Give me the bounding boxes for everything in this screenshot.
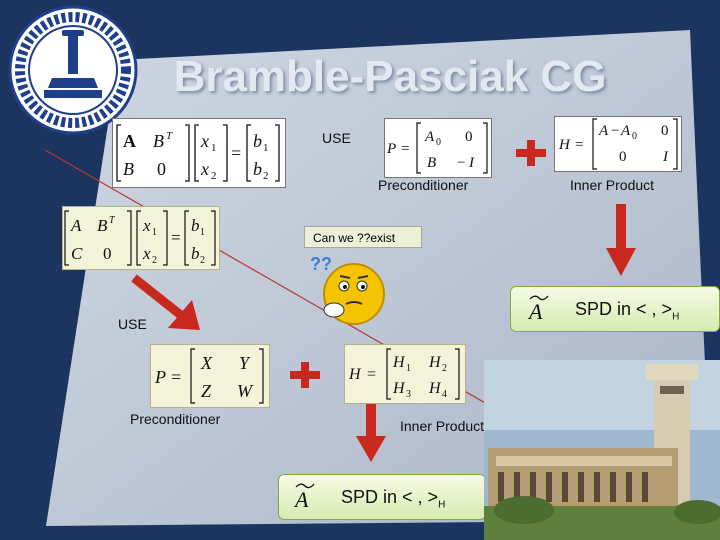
svg-text:A: A bbox=[123, 131, 136, 151]
down-arrow-icon-bottom bbox=[356, 404, 386, 462]
svg-text:4: 4 bbox=[442, 389, 447, 400]
svg-text:0: 0 bbox=[661, 123, 669, 139]
spd-sub-right: H bbox=[672, 311, 680, 323]
svg-text:A: A bbox=[293, 487, 309, 512]
svg-text:0: 0 bbox=[436, 137, 441, 148]
spd-sub-bottom: H bbox=[438, 499, 446, 511]
svg-text:=: = bbox=[171, 367, 181, 387]
inner-product-label-top: Inner Product bbox=[570, 177, 655, 193]
campus-photo bbox=[484, 360, 720, 540]
svg-text:1: 1 bbox=[211, 142, 217, 154]
svg-text:=: = bbox=[401, 141, 409, 157]
svg-text:−: − bbox=[611, 123, 619, 139]
svg-text:H: H bbox=[392, 380, 406, 397]
preconditioner-label-bottom: Preconditioner bbox=[130, 411, 221, 427]
svg-text:b: b bbox=[253, 131, 262, 151]
svg-text:x: x bbox=[200, 159, 209, 179]
svg-text:H: H bbox=[392, 354, 406, 371]
svg-text:2: 2 bbox=[211, 170, 217, 182]
svg-text:T: T bbox=[166, 130, 173, 142]
svg-text:H: H bbox=[428, 354, 442, 371]
svg-text:X: X bbox=[200, 353, 213, 373]
university-logo bbox=[8, 5, 138, 135]
svg-text:0: 0 bbox=[465, 129, 473, 145]
question-marks: ?? bbox=[310, 254, 332, 274]
svg-text:P: P bbox=[386, 141, 396, 157]
svg-text:−: − bbox=[457, 155, 465, 171]
down-arrow-icon-right bbox=[606, 204, 636, 276]
svg-text:=: = bbox=[575, 137, 583, 153]
svg-text:H: H bbox=[348, 366, 362, 383]
svg-text:3: 3 bbox=[406, 389, 411, 400]
spd-text-bottom: SPD in < , > bbox=[341, 487, 439, 507]
svg-text:1: 1 bbox=[406, 363, 411, 374]
svg-text:B: B bbox=[123, 159, 134, 179]
svg-text:W: W bbox=[237, 381, 254, 401]
slide-title: Bramble-Pasciak CG bbox=[173, 52, 607, 101]
spd-text-right: SPD in < , > bbox=[575, 299, 673, 319]
use-label-left: USE bbox=[118, 316, 147, 332]
svg-text:x: x bbox=[142, 216, 151, 235]
svg-text:b: b bbox=[191, 216, 200, 235]
svg-text:I: I bbox=[468, 155, 475, 171]
svg-text:0: 0 bbox=[103, 244, 112, 263]
svg-text:2: 2 bbox=[200, 255, 205, 266]
svg-text:B: B bbox=[427, 155, 436, 171]
svg-text:I: I bbox=[662, 149, 669, 165]
preconditioner-matrix-bottom: P= X Y Z W bbox=[150, 344, 270, 408]
svg-text:A: A bbox=[527, 299, 543, 324]
use-label-top: USE bbox=[322, 130, 351, 146]
svg-text:1: 1 bbox=[152, 227, 157, 238]
svg-text:2: 2 bbox=[152, 255, 157, 266]
svg-text:2: 2 bbox=[263, 170, 269, 182]
svg-text:A: A bbox=[70, 216, 82, 235]
svg-text:1: 1 bbox=[263, 142, 269, 154]
svg-text:Y: Y bbox=[239, 353, 251, 373]
plus-icon-bottom bbox=[290, 362, 320, 388]
svg-text:A: A bbox=[424, 129, 435, 145]
preconditioner-label-top: Preconditioner bbox=[378, 177, 469, 193]
svg-text:T: T bbox=[109, 215, 116, 226]
svg-text:A: A bbox=[620, 123, 631, 139]
question-callout: Can we ??exist bbox=[304, 226, 422, 248]
spd-result-box-bottom: A SPD in < , >H bbox=[278, 474, 486, 520]
svg-text:H: H bbox=[428, 380, 442, 397]
svg-text:Z: Z bbox=[201, 381, 212, 401]
svg-text:B: B bbox=[153, 131, 164, 151]
svg-text:=: = bbox=[171, 228, 181, 247]
svg-text:0: 0 bbox=[619, 149, 627, 165]
svg-text:b: b bbox=[191, 244, 200, 263]
svg-text:=: = bbox=[231, 143, 241, 163]
svg-text:C: C bbox=[71, 244, 83, 263]
svg-text:B: B bbox=[97, 216, 108, 235]
svg-text:x: x bbox=[142, 244, 151, 263]
spd-result-box-right: A SPD in < , >H bbox=[510, 286, 720, 332]
diagonal-arrow-icon-left bbox=[131, 274, 200, 330]
svg-text:H: H bbox=[558, 137, 571, 153]
inner-product-label-bottom: Inner Product bbox=[400, 418, 485, 434]
svg-text:b: b bbox=[253, 159, 262, 179]
thinking-face-icon: ?? bbox=[310, 250, 390, 330]
svg-text:0: 0 bbox=[157, 159, 166, 179]
svg-text:A: A bbox=[598, 123, 609, 139]
svg-text:0: 0 bbox=[632, 131, 637, 142]
svg-text:P: P bbox=[154, 367, 166, 387]
plus-icon-top bbox=[516, 140, 546, 166]
svg-text:=: = bbox=[367, 366, 376, 383]
svg-text:x: x bbox=[200, 131, 209, 151]
svg-text:1: 1 bbox=[200, 227, 205, 238]
svg-text:2: 2 bbox=[442, 363, 447, 374]
